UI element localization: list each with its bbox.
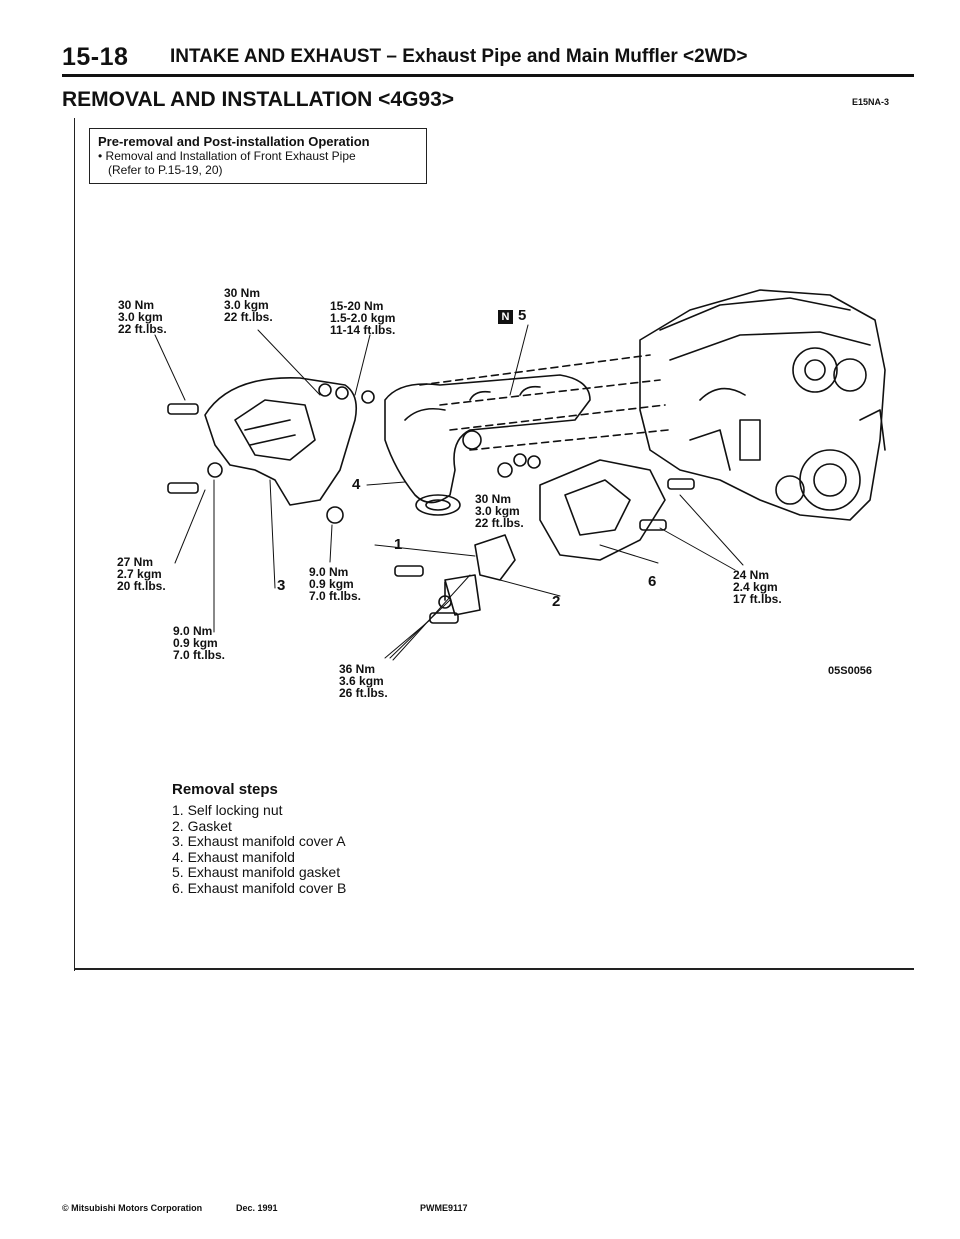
footer-date: Dec. 1991 [236,1203,278,1213]
list-item: 1. Self locking nut [172,802,283,818]
pre-removal-reference: (Refer to P.15-19, 20) [108,163,223,177]
callout-3: 3 [277,577,286,594]
list-item: 3. Exhaust manifold cover A [172,833,346,849]
callout-4: 4 [352,476,361,493]
frame-left-rule [74,118,75,971]
footer-copyright: © Mitsubishi Motors Corporation [62,1203,203,1213]
removal-steps-title: Removal steps [172,781,278,798]
callout-5: 5 [518,307,527,324]
list-item: 2. Gasket [172,817,232,834]
callout-1: 1 [394,536,403,553]
new-part-mark-icon: N [498,310,513,324]
list-item: 4. Exhaust manifold [172,848,295,865]
pre-removal-item: • Removal and Installation of Front Exha… [98,149,356,163]
header-rule [62,74,914,77]
callout-2: 2 [552,593,561,610]
footer-code: PWME9117 [420,1203,468,1213]
list-item: 5. Exhaust manifold gasket [172,864,341,880]
pre-removal-title: Pre-removal and Post-installation Operat… [98,134,370,149]
section-code: E15NA-3 [852,97,890,107]
figure-code: 05S0056 [828,665,873,677]
page-header-title: INTAKE AND EXHAUST – Exhaust Pipe and Ma… [170,46,748,67]
list-item: 6. Exhaust manifold cover B [172,879,347,896]
section-title: REMOVAL AND INSTALLATION <4G93> [62,88,455,111]
callout-6: 6 [648,573,657,590]
page-number: 15-18 [62,43,129,71]
pre-removal-box: Pre-removal and Post-installation Operat… [89,128,427,184]
frame-bottom-rule [74,968,914,970]
removal-steps-list: 1. Self locking nut 2. Gasket 3. Exhaust… [172,802,347,896]
